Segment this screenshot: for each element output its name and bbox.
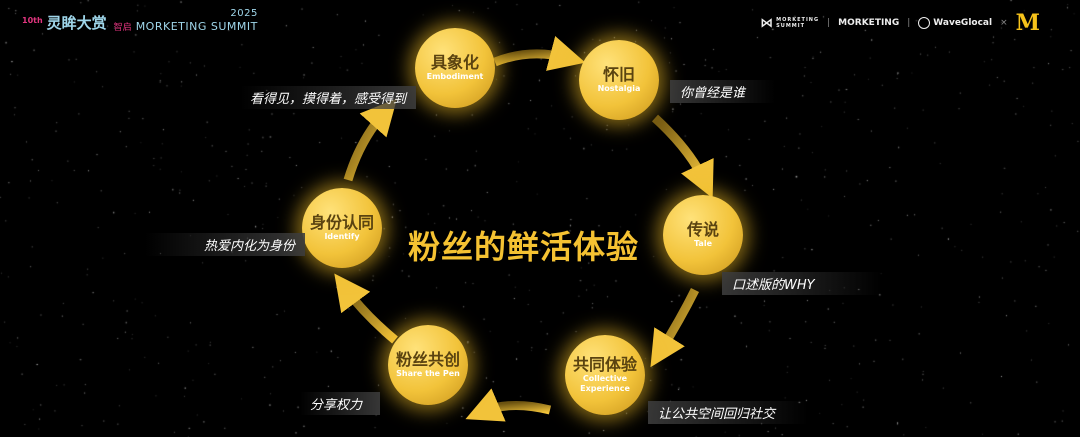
- node-cn: 怀旧: [602, 65, 635, 84]
- arrow-collective-to-sharepen: [465, 388, 552, 422]
- arrow-nostalgia-to-tale: [651, 114, 714, 199]
- divider: |: [827, 18, 831, 28]
- node-cn: 身份认同: [309, 213, 374, 232]
- node-en: Tale: [694, 239, 712, 248]
- node-cn: 粉丝共创: [395, 350, 460, 369]
- arrow-embodiment-to-nostalgia: [493, 36, 586, 71]
- summit-year: 2025: [230, 8, 258, 19]
- divider: |: [907, 18, 911, 28]
- caption-collective: 让公共空间回归社交: [648, 401, 808, 424]
- waveglocal-text: WaveGlocal: [933, 18, 993, 28]
- caption-share-the-pen: 分享权力: [300, 392, 380, 415]
- node-cn: 具象化: [430, 53, 479, 72]
- org-name: 智启: [113, 23, 132, 33]
- arrow-sharepen-to-identify: [334, 273, 398, 344]
- node-en: Collective Experience: [580, 374, 630, 393]
- summit-text: MORKETING SUMMIT: [135, 20, 258, 33]
- summit-logo-top: MORKETING: [776, 17, 820, 23]
- arrow-tale-to-collective: [650, 287, 700, 368]
- node-cn: 共同体验: [572, 355, 637, 374]
- node-en: Nostalgia: [597, 84, 641, 93]
- arrow-identify-to-embodiment: [343, 98, 397, 182]
- node-en: Share the Pen: [396, 369, 460, 378]
- caption-nostalgia: 你曾经是谁: [670, 80, 775, 103]
- node-en: Embodiment: [426, 72, 484, 81]
- edition-label: 10th: [22, 16, 43, 25]
- node-en: Identify: [324, 232, 360, 241]
- caption-tale: 口述版的WHY: [722, 272, 882, 295]
- mcdonalds-logo: M: [1015, 10, 1040, 36]
- summit-logo-bottom: SUMMIT: [776, 23, 806, 29]
- diagram-title: 粉丝的鲜活体验: [408, 228, 640, 266]
- caption-embodiment: 看得见，摸得着，感受得到: [240, 86, 417, 109]
- summit-logo-icon: ⋈: [760, 15, 774, 31]
- morketing-logo: MORKETING: [838, 18, 900, 28]
- wave-icon: [918, 17, 931, 29]
- node-cn: 传说: [686, 220, 719, 239]
- award-name: 灵眸大赏: [46, 14, 107, 32]
- times-sign: ×: [1000, 18, 1008, 28]
- caption-identify: 热爱内化为身份: [145, 233, 305, 256]
- waveglocal-logo: WaveGlocal: [918, 17, 992, 29]
